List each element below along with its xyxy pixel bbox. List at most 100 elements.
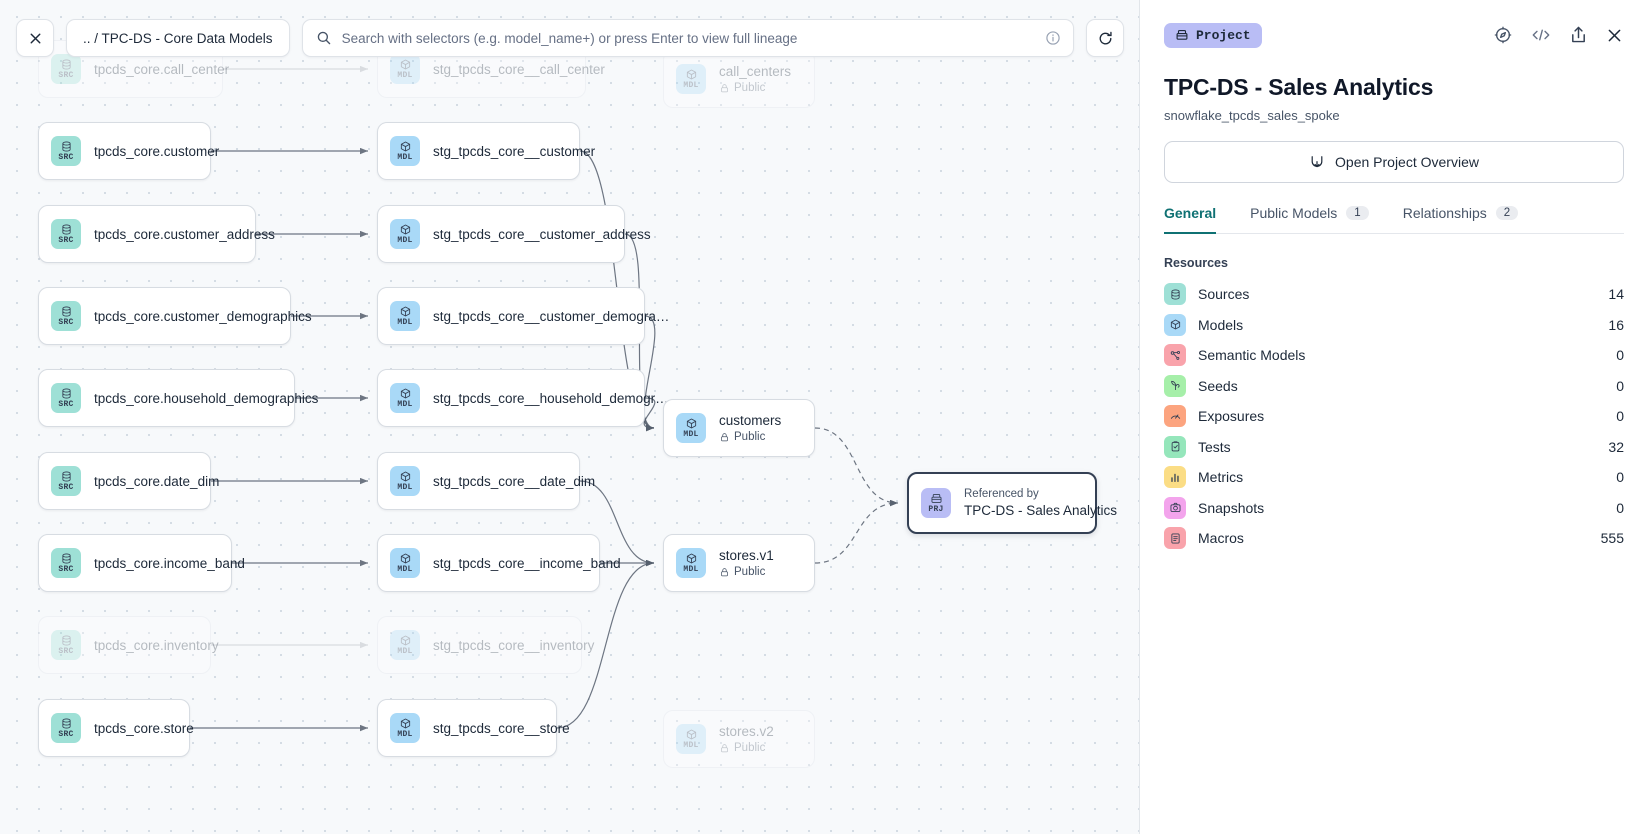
lock-icon xyxy=(721,567,728,576)
resource-count: 16 xyxy=(1608,316,1624,333)
badge-glyph xyxy=(60,552,73,565)
resource-name: Seeds xyxy=(1198,377,1238,394)
badge-glyph xyxy=(60,634,73,647)
badge-text: SRC xyxy=(58,236,74,245)
lineage-toolbar: .. / TPC-DS - Core Data Models xyxy=(0,0,1139,76)
breadcrumb[interactable]: .. / TPC-DS - Core Data Models xyxy=(66,19,290,57)
node-text: stg_tpcds_core__household_demogr… xyxy=(433,391,669,406)
overview-button-label: Open Project Overview xyxy=(1335,154,1479,170)
node-title: tpcds_core.household_demographics xyxy=(94,390,319,406)
node-title: stg_tpcds_core__customer xyxy=(433,143,596,159)
tab-label: Public Models xyxy=(1250,205,1338,221)
resource-icon-wrap xyxy=(1164,283,1186,306)
database-icon xyxy=(61,471,71,482)
node-title: tpcds_core.call_center xyxy=(94,61,230,77)
resource-count: 32 xyxy=(1608,438,1624,455)
database-icon xyxy=(61,553,71,564)
node-text: tpcds_core.store xyxy=(94,721,194,736)
badge-text: MDL xyxy=(397,236,413,245)
resource-name: Models xyxy=(1198,316,1244,333)
explore-icon[interactable] xyxy=(1493,25,1513,45)
mdl-badge: MDL xyxy=(390,466,420,496)
badge-glyph xyxy=(399,717,412,730)
gauge-icon xyxy=(1170,414,1180,419)
graph-icon xyxy=(1170,350,1180,360)
tab-general[interactable]: General xyxy=(1164,205,1217,234)
node-title: stg_tpcds_core__customer_demogra… xyxy=(433,308,670,324)
node-text: tpcds_core.call_center xyxy=(94,61,230,77)
close-panel-icon[interactable] xyxy=(1605,26,1624,45)
lineage-node-src-store[interactable]: SRC tpcds_core.store xyxy=(38,699,194,757)
cube-icon xyxy=(400,59,410,70)
lineage-node-src-inventory[interactable]: SRC tpcds_core.inventory xyxy=(38,616,219,674)
node-text: stg_tpcds_core__customer_address xyxy=(433,227,651,242)
mdl-badge: MDL xyxy=(676,724,706,754)
badge-text: SRC xyxy=(58,153,74,162)
lineage-node-mdl-hh-demo[interactable]: MDL stg_tpcds_core__household_demogr… xyxy=(377,369,669,427)
resource-row-models[interactable]: Models 16 xyxy=(1164,310,1624,341)
resource-type-chip[interactable]: Project xyxy=(1164,22,1262,48)
node-text: stg_tpcds_core__store xyxy=(433,721,570,736)
info-icon[interactable] xyxy=(1045,30,1061,46)
mdl-badge: MDL xyxy=(390,136,420,166)
badge-glyph xyxy=(399,58,412,71)
node-text: tpcds_core.inventory xyxy=(94,637,219,653)
mdl-badge: MDL xyxy=(390,383,420,413)
node-text: stg_tpcds_core__inventory xyxy=(433,638,594,653)
refresh-button[interactable] xyxy=(1086,19,1124,57)
resource-count: 0 xyxy=(1616,347,1624,364)
node-title: tpcds_core.inventory xyxy=(94,637,219,653)
code-icon[interactable] xyxy=(1530,25,1552,45)
src-badge: SRC xyxy=(51,383,81,413)
share-icon[interactable] xyxy=(1569,25,1588,45)
database-icon xyxy=(1170,289,1180,300)
resource-icon-wrap xyxy=(1164,405,1186,428)
badge-glyph xyxy=(399,140,412,153)
close-lineage-button[interactable] xyxy=(16,19,54,57)
project-icon xyxy=(1176,30,1188,40)
src-badge: SRC xyxy=(51,713,81,743)
badge-glyph xyxy=(60,717,73,730)
open-project-overview-button[interactable]: Open Project Overview xyxy=(1164,141,1624,183)
lineage-node-src-hh-demo[interactable]: SRC tpcds_core.household_demographics xyxy=(38,369,319,427)
cube-icon xyxy=(400,471,410,482)
resource-name: Sources xyxy=(1198,286,1250,303)
close-icon xyxy=(30,33,40,43)
search-input[interactable] xyxy=(341,30,1035,46)
lineage-node-mdl-customer[interactable]: MDL stg_tpcds_core__customer xyxy=(377,122,596,180)
search-bar[interactable] xyxy=(301,19,1074,57)
badge-text: SRC xyxy=(58,647,74,656)
lock-icon xyxy=(721,83,728,92)
clipboard-icon xyxy=(1171,441,1179,452)
resource-name: Metrics xyxy=(1198,469,1244,486)
cube-icon xyxy=(686,553,696,564)
lineage-node-mdl-cust-addr[interactable]: MDL stg_tpcds_core__customer_address xyxy=(377,205,651,263)
